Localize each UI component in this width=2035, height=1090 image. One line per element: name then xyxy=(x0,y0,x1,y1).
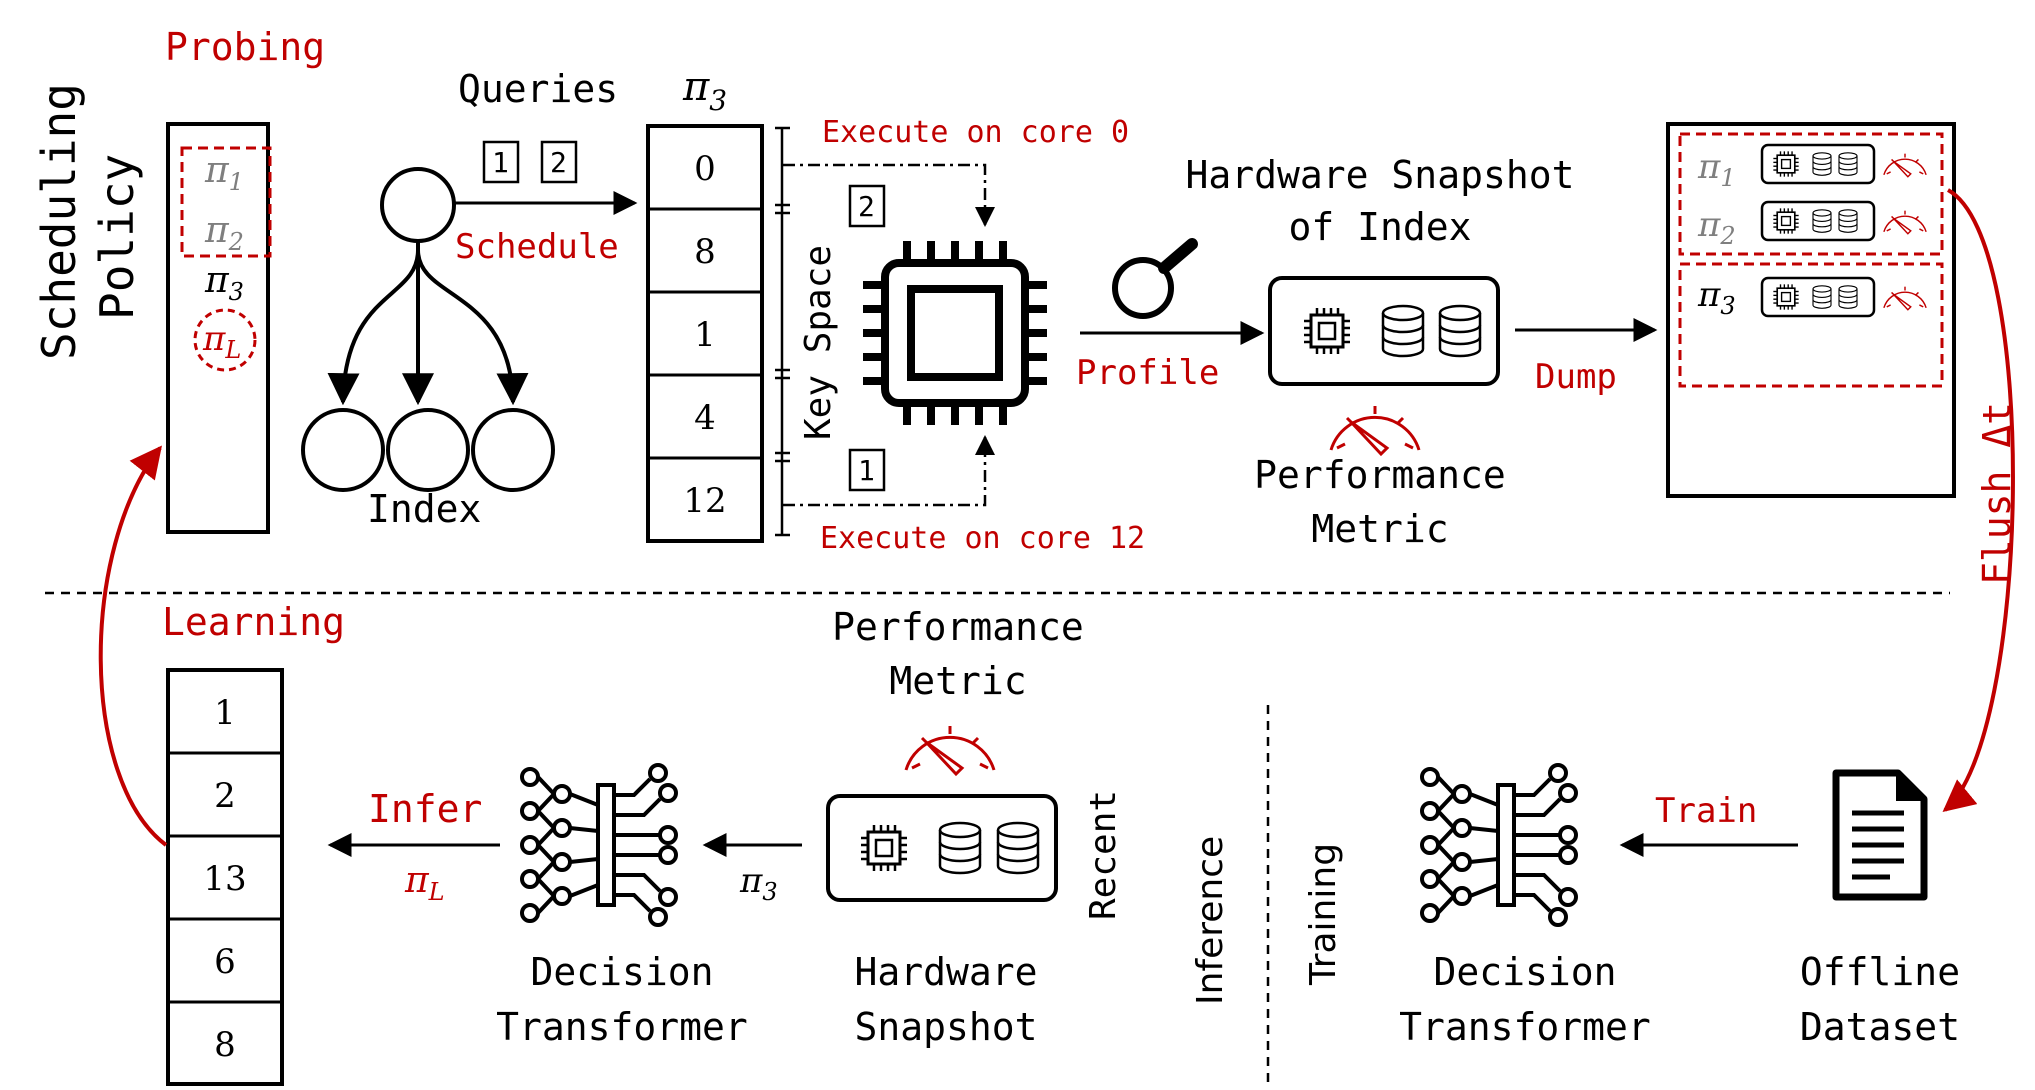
pi1-policy: π1 xyxy=(204,150,244,196)
pi3-key-3: 4 xyxy=(694,398,716,438)
inference-label: Inference xyxy=(1190,836,1231,1005)
pi2-policy: π2 xyxy=(204,210,244,256)
offline-dataset-label-1: Offline xyxy=(1800,950,1960,994)
learned-key-3: 6 xyxy=(214,942,236,982)
index-label: Index xyxy=(367,487,481,531)
hw-snapshot-title-2: of Index xyxy=(1288,205,1471,249)
probe-policy-group xyxy=(180,146,272,258)
flush-arrow xyxy=(1942,188,2015,813)
learned-key-0: 1 xyxy=(214,693,236,733)
svg-text:π3: π3 xyxy=(1697,275,1736,320)
schedule-label: Schedule xyxy=(455,227,619,267)
database-icon xyxy=(938,821,982,875)
cpu-chip-icon xyxy=(1302,306,1352,356)
execute-core12-label: Execute on core 12 xyxy=(820,521,1145,556)
core-query-box-bottom xyxy=(848,448,886,492)
learned-key-2: 13 xyxy=(203,859,246,899)
pi3-key-2: 1 xyxy=(694,315,716,355)
hw-snapshot-title-1: Hardware Snapshot xyxy=(1186,153,1575,197)
cpu-chip-icon xyxy=(863,241,1047,425)
buffer-record-pi3: π3 xyxy=(1697,275,1927,320)
dt-inference-label-2: Transformer xyxy=(496,1005,748,1049)
probing-heading: Probing xyxy=(165,25,325,69)
svg-text:2: 2 xyxy=(550,146,567,179)
probe-records-group xyxy=(1678,132,1944,256)
svg-text:π2: π2 xyxy=(1697,205,1736,250)
piL-output: πL xyxy=(404,860,445,906)
neural-network-icon xyxy=(1420,763,1578,927)
flush-label: Flush Δt xyxy=(1975,402,2019,585)
route-core12 xyxy=(783,435,995,507)
dt-training-label-1: Decision xyxy=(1433,950,1616,994)
neural-network-icon xyxy=(520,763,678,927)
document-icon xyxy=(1832,769,1928,901)
recent-records-group xyxy=(1678,262,1944,388)
svg-text:Policy: Policy xyxy=(90,154,144,320)
magnifier-icon xyxy=(1112,238,1198,319)
dump-label: Dump xyxy=(1535,357,1617,397)
database-icon xyxy=(1438,304,1482,358)
learned-key-column: 1 2 13 6 8 xyxy=(166,668,284,1086)
pi3-key-0: 0 xyxy=(694,149,716,189)
profile-label: Profile xyxy=(1076,353,1219,393)
pi3-policy: π3 xyxy=(204,260,244,306)
pi3-key-4: 12 xyxy=(683,481,726,521)
recent-snapshot-box xyxy=(826,794,1058,902)
core-query-box-top xyxy=(848,184,886,228)
svg-text:1: 1 xyxy=(492,146,509,179)
infer-label: Infer xyxy=(368,787,482,831)
route-core0 xyxy=(783,163,995,227)
buffer-record-pi1: π1 xyxy=(1697,143,1927,192)
pi3-column-title: π3 xyxy=(682,64,727,117)
scheduling-policy-label: Scheduling Policy xyxy=(32,83,144,360)
train-label: Train xyxy=(1655,791,1757,831)
svg-text:Scheduling: Scheduling xyxy=(32,83,86,360)
learned-key-1: 2 xyxy=(214,776,236,816)
perf-metric-bottom-1: Performance xyxy=(832,605,1084,649)
pi3-input: π3 xyxy=(739,861,778,906)
execute-core0-label: Execute on core 0 xyxy=(822,115,1129,150)
hw-snap-label-1: Hardware xyxy=(854,950,1037,994)
speedometer-icon xyxy=(1329,404,1421,456)
perf-metric-bottom-2: Metric xyxy=(889,659,1026,703)
query-box-1 xyxy=(482,140,520,184)
pi3-key-1: 8 xyxy=(694,232,716,272)
index-tree xyxy=(301,167,555,492)
database-icon xyxy=(996,821,1040,875)
queries-label: Queries xyxy=(458,67,618,111)
key-space-label: Key Space xyxy=(798,245,839,440)
policy-box xyxy=(166,122,270,534)
perf-metric-top-2: Metric xyxy=(1311,507,1448,551)
perf-metric-top-1: Performance xyxy=(1254,453,1506,497)
piL-policy: πL xyxy=(202,319,241,364)
speedometer-icon xyxy=(904,724,996,776)
hw-snapshot-box xyxy=(1268,276,1500,386)
offline-dataset-label-2: Dataset xyxy=(1800,1005,1960,1049)
snapshot-buffer xyxy=(1666,122,1956,498)
learning-heading: Learning xyxy=(162,600,345,644)
hw-snap-label-2: Snapshot xyxy=(854,1005,1037,1049)
cpu-chip-icon xyxy=(859,823,909,873)
recent-label: Recent xyxy=(1083,790,1124,920)
query-box-2 xyxy=(540,140,578,184)
learned-key-4: 8 xyxy=(214,1025,236,1065)
svg-text:1: 1 xyxy=(858,454,875,487)
database-icon xyxy=(1381,304,1425,358)
key-space-bracket xyxy=(775,126,790,537)
svg-text:2: 2 xyxy=(858,190,875,223)
piL-highlight xyxy=(193,308,257,372)
dt-training-label-2: Transformer xyxy=(1399,1005,1651,1049)
dt-inference-label-1: Decision xyxy=(530,950,713,994)
svg-text:π1: π1 xyxy=(1697,147,1736,192)
pi3-key-column: 0 8 1 4 12 xyxy=(646,124,764,543)
training-label: Training xyxy=(1303,843,1344,986)
feedback-arrow xyxy=(98,445,168,847)
buffer-record-pi2: π2 xyxy=(1697,200,1927,250)
